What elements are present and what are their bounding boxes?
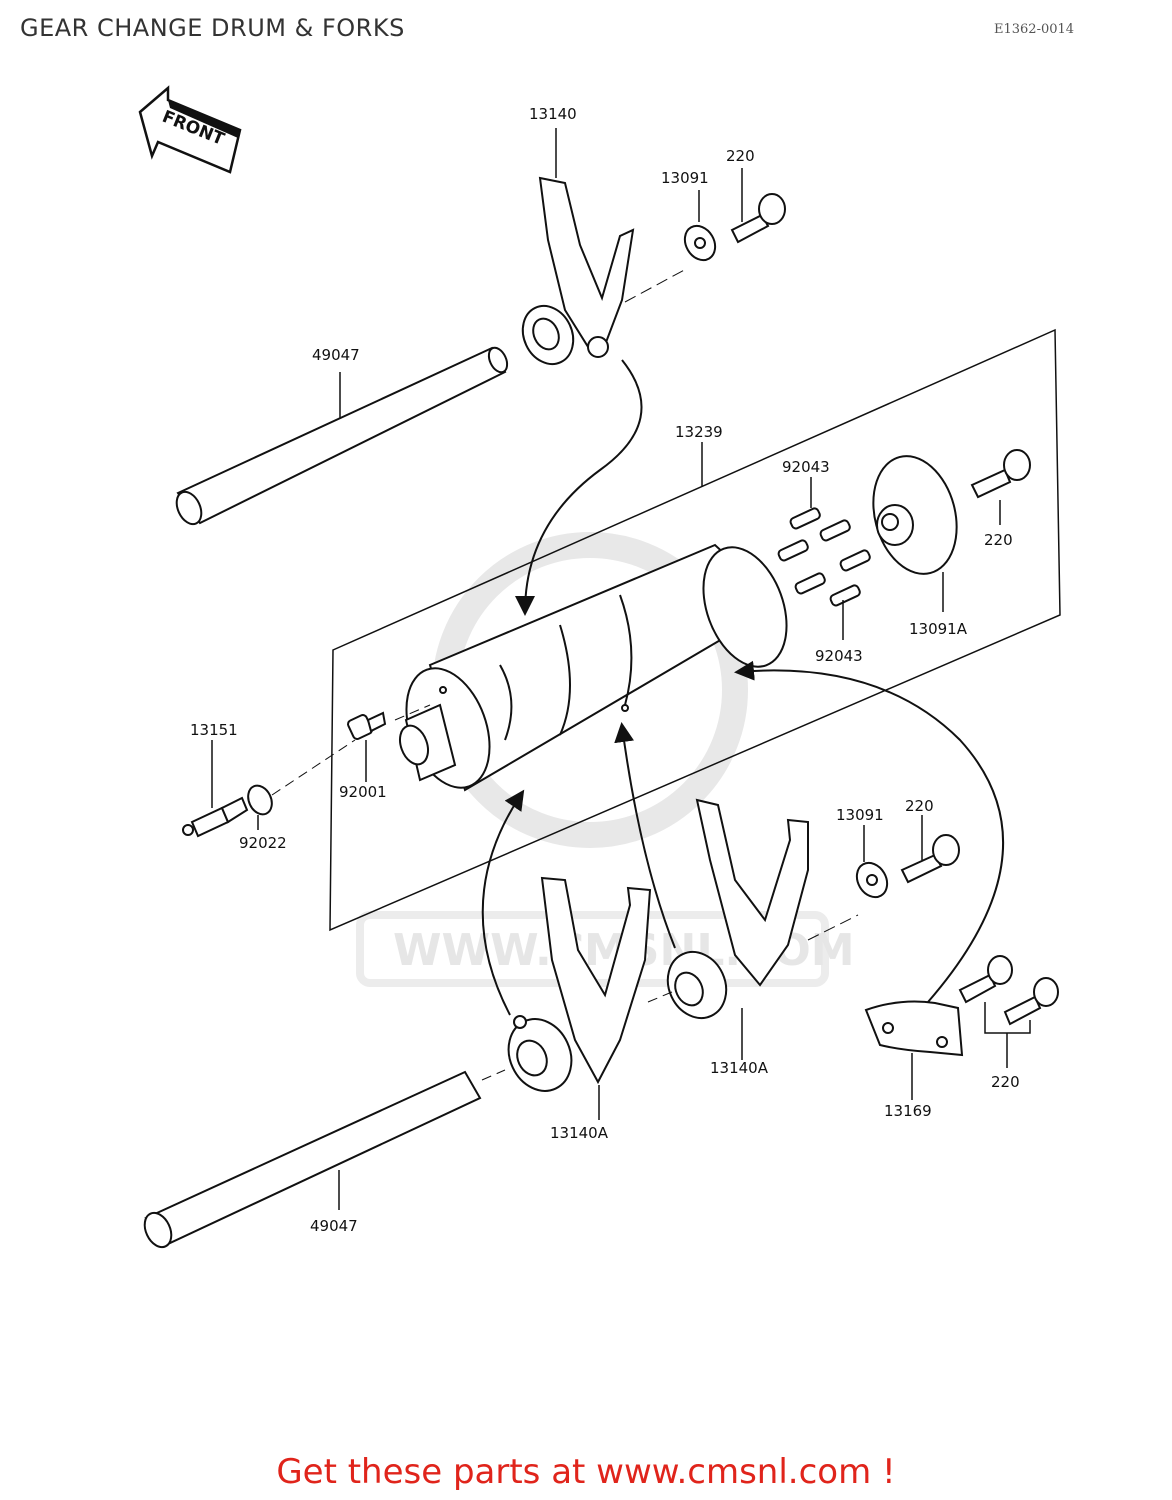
shaft-bottom [143, 1070, 482, 1249]
diagram-reference-code: E1362-0014 [994, 22, 1075, 37]
label-bolt-right: 220 [984, 531, 1013, 549]
label-fork-lower: 13140A [550, 1124, 609, 1142]
washer-mid [855, 861, 889, 899]
pins-upper [777, 507, 851, 562]
label-fork-middle: 13140A [710, 1059, 769, 1077]
footer-link-text[interactable]: Get these parts at www.cmsnl.com ! [276, 1452, 896, 1492]
bolt-right [970, 449, 1031, 499]
label-shaft-bottom: 49047 [310, 1217, 358, 1235]
bolts-stopper [958, 955, 1059, 1026]
pin-small [347, 711, 387, 740]
label-plate-right: 13091A [909, 620, 968, 638]
bolt-mid [900, 834, 960, 884]
label-washer-mid: 13091 [836, 806, 884, 824]
label-pins-lower: 92043 [815, 647, 863, 665]
drum-stopper [864, 1000, 964, 1057]
label-washer-top: 13091 [661, 169, 709, 187]
pins-lower [794, 549, 871, 607]
fork-top [521, 176, 635, 366]
drum-assembly-panel [329, 328, 1061, 932]
page-title: GEAR CHANGE DRUM & FORKS [20, 14, 405, 42]
washer-left [247, 784, 273, 816]
label-washer-left: 92022 [239, 834, 287, 852]
fork-middle [666, 798, 809, 1020]
label-bolts-stopper: 220 [991, 1073, 1020, 1091]
label-switch: 13151 [190, 721, 238, 739]
fork-lower [507, 876, 652, 1092]
bolt-top [730, 193, 786, 244]
label-fork-top: 13140 [529, 105, 577, 123]
shift-switch [182, 796, 249, 838]
label-pin-small: 92001 [339, 783, 387, 801]
label-shaft-top: 49047 [312, 346, 360, 364]
label-bolt-mid: 220 [905, 797, 934, 815]
label-pins-upper: 92043 [782, 458, 830, 476]
drum-plate [872, 455, 958, 575]
front-arrow-icon: FRONT [138, 85, 242, 174]
label-drum: 13239 [675, 423, 723, 441]
shaft-top [175, 346, 509, 526]
label-bolt-top: 220 [726, 147, 755, 165]
gear-change-drum [398, 543, 788, 792]
label-stopper: 13169 [884, 1102, 932, 1120]
washer-top [683, 224, 717, 262]
